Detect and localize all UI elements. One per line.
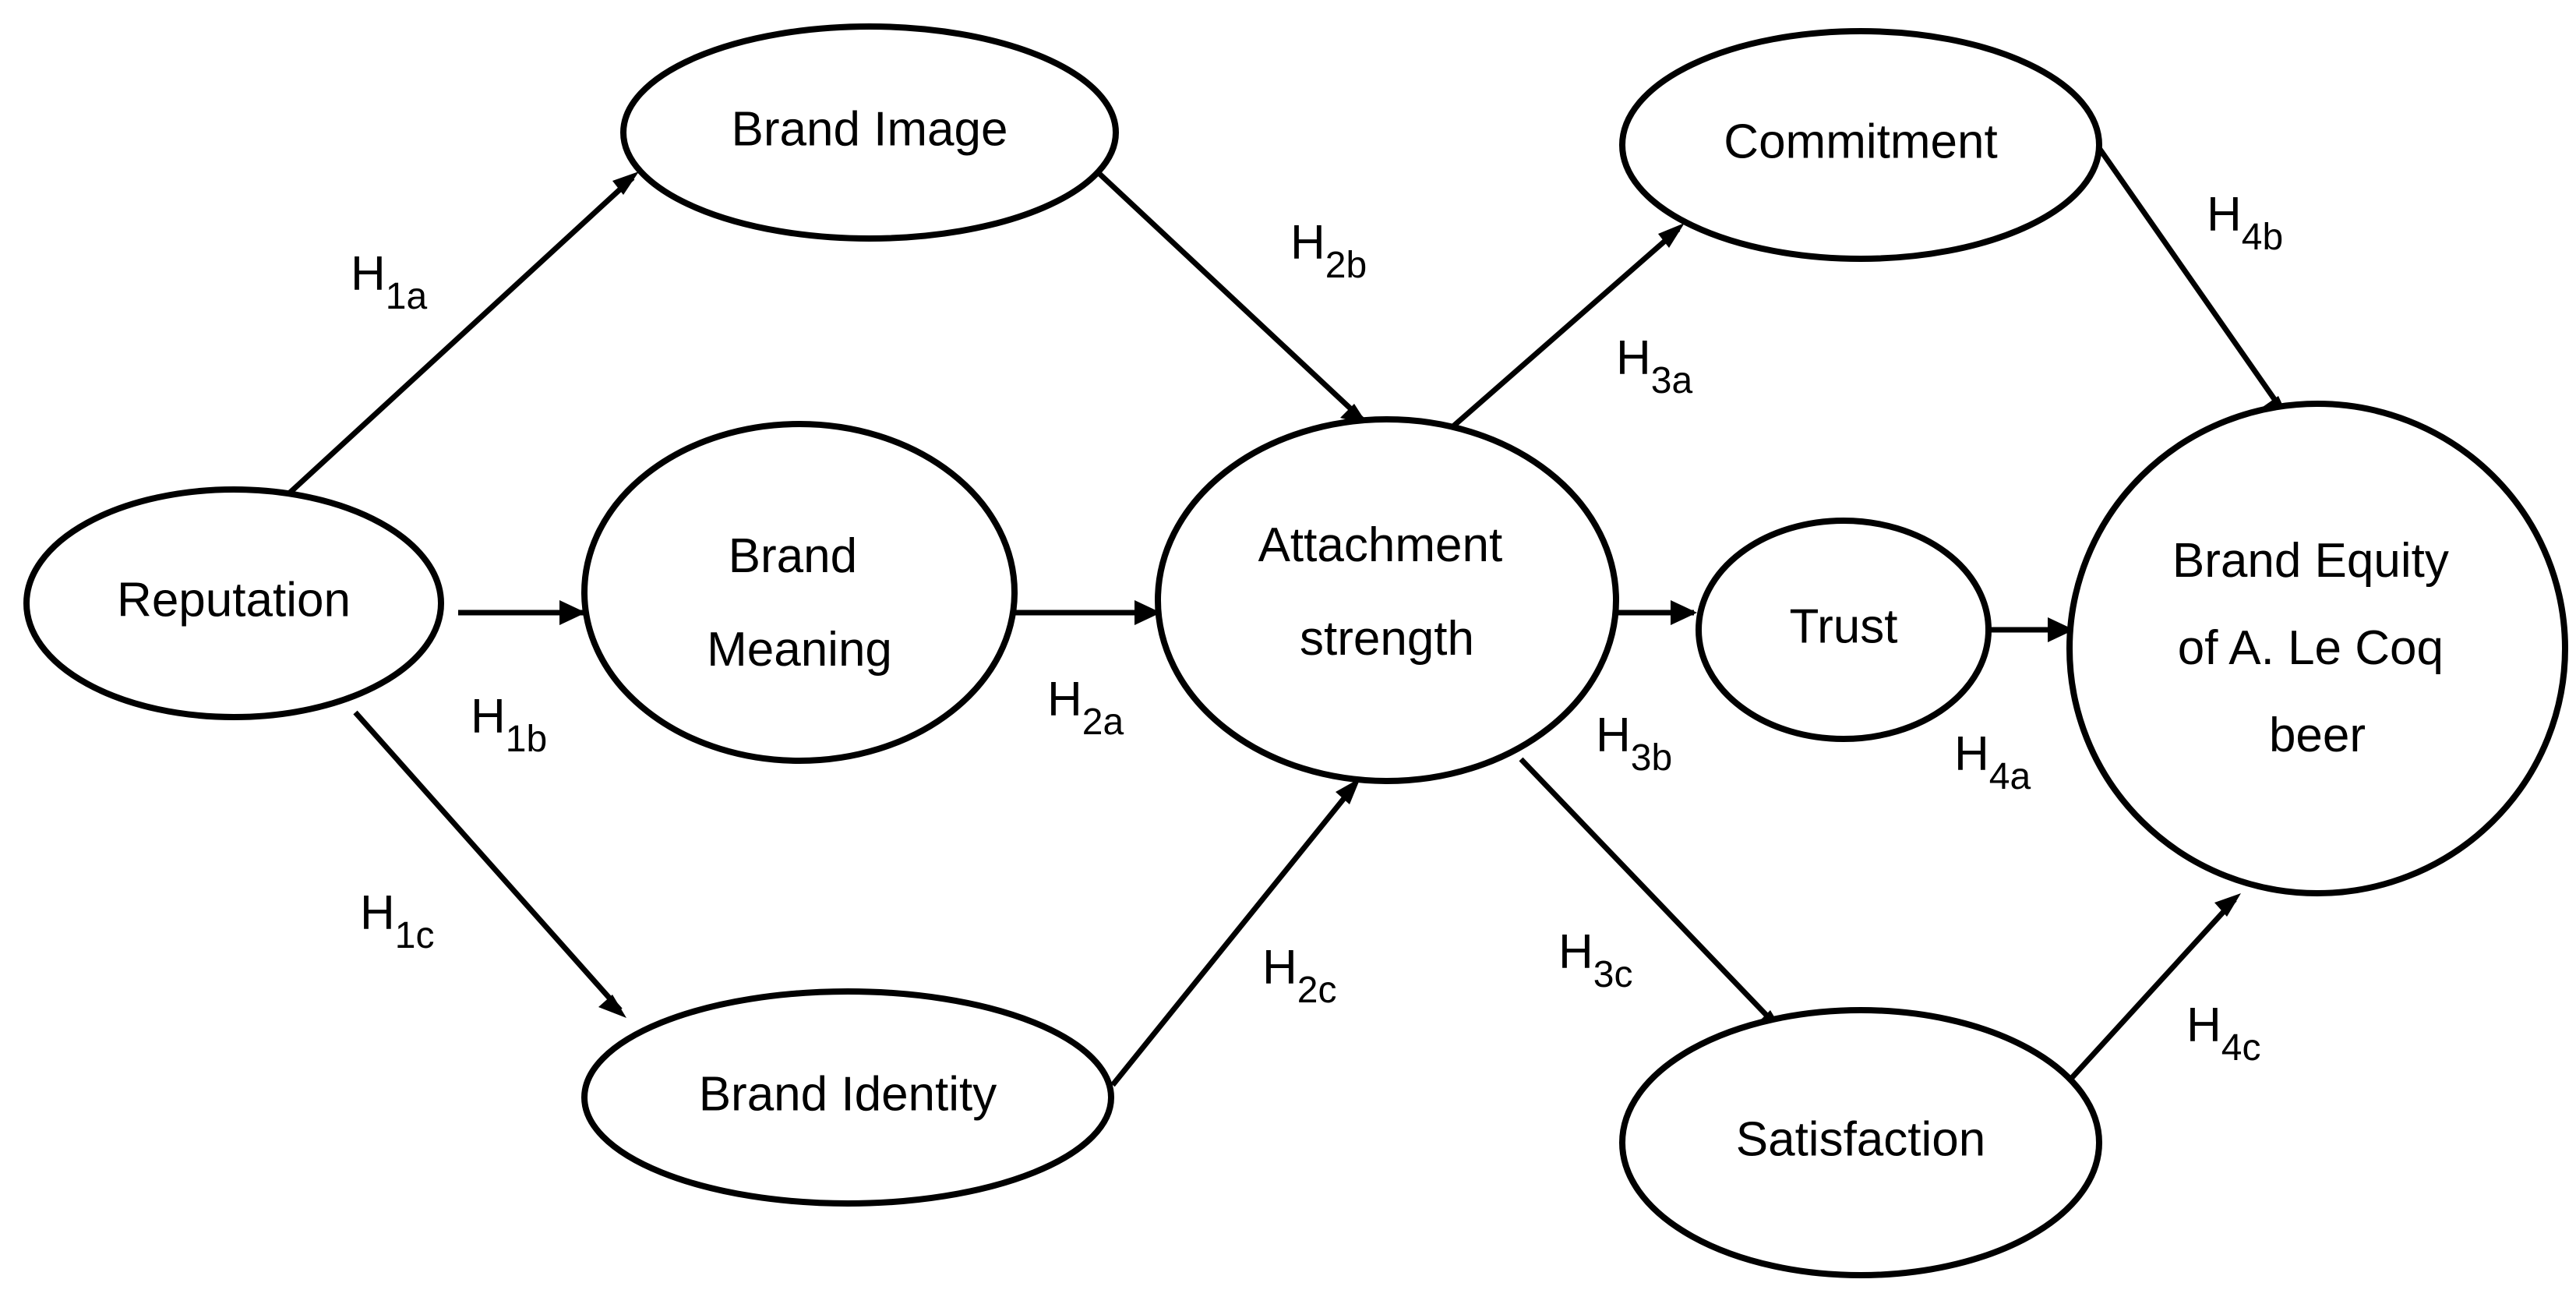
hypothesis-h4c-sub: 4c [2221, 1027, 2261, 1069]
arrowhead-trust [1671, 600, 1697, 625]
hypothesis-h1c: H1c [360, 886, 434, 956]
hypothesis-h3b-main: H [1596, 709, 1631, 762]
node-brand-equity-line3: beer [2269, 709, 2366, 762]
hypothesis-h4a: H4a [1954, 727, 2031, 797]
edge-satisfaction-to-brand-equity [2067, 897, 2237, 1083]
node-brand-equity: Brand Equity of A. Le Coq beer [2066, 401, 2568, 896]
node-reputation: Reputation [23, 486, 444, 720]
hypothesis-h2c-main: H [1262, 941, 1297, 995]
edges [288, 146, 2285, 1087]
hypothesis-h3a-sub: 3a [1651, 360, 1693, 401]
node-reputation-shape [23, 486, 444, 720]
node-trust-label: Trust [1790, 599, 1898, 653]
node-commitment-label: Commitment [1724, 115, 1997, 168]
edge-reputation-to-brand-image [288, 175, 635, 495]
hypothesis-h2c-sub: 2c [1297, 970, 1337, 1011]
hypothesis-h2b: H2b [1290, 216, 1367, 286]
node-brand-image-label: Brand Image [732, 102, 1008, 156]
edge-reputation-to-brand-identity [353, 710, 623, 1013]
hypothesis-h1b: H1b [471, 690, 547, 760]
node-attachment-strength-line2: strength [1300, 612, 1474, 666]
node-satisfaction-label: Satisfaction [1736, 1112, 1986, 1166]
node-brand-meaning-line1: Brand [729, 529, 857, 583]
edge-brand-identity-to-attachment [1110, 783, 1357, 1087]
node-brand-meaning-label: Brand Meaning [707, 529, 892, 677]
hypothesis-h3b-sub: 3b [1631, 737, 1672, 779]
node-attachment-strength-shape [1155, 416, 1619, 784]
node-commitment-shape [1619, 28, 2102, 262]
node-brand-meaning-line2: Meaning [707, 623, 892, 677]
node-reputation-label: Reputation [117, 573, 351, 627]
node-trust: Trust [1696, 518, 1992, 742]
hypothesis-h4a-main: H [1954, 727, 1989, 781]
hypothesis-h3a-main: H [1616, 331, 1651, 385]
node-brand-equity-label: Brand Equity of A. Le Coq beer [2172, 534, 2462, 762]
hypothesis-h2b-main: H [1290, 216, 1325, 270]
arrowhead-brand-meaning [559, 600, 586, 625]
hypothesis-h2a: H2a [1047, 673, 1124, 743]
hypothesis-h4b: H4b [2207, 188, 2283, 258]
edge-attachment-to-satisfaction [1519, 757, 1780, 1030]
arrowhead-commitment [1658, 223, 1685, 248]
node-brand-equity-line1: Brand Equity [2172, 534, 2449, 588]
node-attachment-strength-line1: Attachment [1258, 518, 1503, 572]
hypothesis-h1c-sub: 1c [395, 915, 435, 956]
hypothesis-h2a-main: H [1047, 673, 1082, 726]
node-satisfaction-shape [1619, 1007, 2102, 1278]
arrowhead-attachment-bottom [1336, 778, 1360, 804]
hypothesis-h4c-main: H [2186, 998, 2221, 1052]
node-attachment-strength-label: Attachment strength [1258, 518, 1516, 666]
hypothesis-h2b-sub: 2b [1325, 245, 1367, 286]
node-satisfaction: Satisfaction [1619, 1007, 2102, 1278]
edge-brand-image-to-attachment [1096, 171, 1364, 422]
node-brand-identity: Brand Identity [581, 988, 1114, 1207]
hypothesis-h3c-sub: 3c [1593, 954, 1633, 995]
node-brand-image: Brand Image [620, 23, 1119, 242]
hypothesis-h3c: H3c [1558, 925, 1632, 995]
node-brand-image-shape [620, 23, 1119, 242]
hypothesis-h4c: H4c [2186, 998, 2260, 1069]
hypothesis-h1a: H1a [351, 247, 427, 317]
node-attachment-strength: Attachment strength [1155, 416, 1619, 784]
node-trust-shape [1696, 518, 1992, 742]
hypothesis-h1a-sub: 1a [386, 276, 428, 317]
arrowhead-brand-image [612, 171, 639, 195]
hypothesis-h3c-main: H [1558, 925, 1593, 979]
arrowhead-brand-identity [598, 995, 626, 1018]
hypothesis-h1b-main: H [471, 690, 506, 744]
node-brand-meaning-shape [581, 421, 1018, 764]
hypothesis-h2c: H2c [1262, 941, 1336, 1011]
hypothesis-h4a-sub: 4a [1989, 756, 2031, 797]
node-brand-equity-shape [2066, 401, 2568, 896]
arrowhead-equity-bottom [2214, 893, 2241, 917]
hypothesis-h2a-sub: 2a [1082, 702, 1124, 743]
hypothesis-h1b-sub: 1b [506, 719, 547, 760]
hypothesis-h4b-main: H [2207, 188, 2242, 242]
hypothesis-h4b-sub: 4b [2242, 217, 2283, 258]
node-brand-meaning: Brand Meaning [581, 421, 1018, 764]
edge-commitment-to-brand-equity [2097, 146, 2285, 414]
hypothesis-h1a-main: H [351, 247, 386, 301]
hypothesis-labels: H1a H1b H1c H2a H2b H2c H3a H3b H3c H4a … [351, 188, 2283, 1069]
node-brand-identity-label: Brand Identity [699, 1067, 997, 1121]
node-brand-identity-shape [581, 988, 1114, 1207]
edge-attachment-to-commitment [1452, 227, 1681, 428]
node-brand-equity-line2: of A. Le Coq [2178, 621, 2444, 675]
arrowhead-equity-mid [2048, 617, 2074, 642]
node-commitment: Commitment [1619, 28, 2102, 262]
hypothesis-h3a: H3a [1616, 331, 1692, 401]
arrowhead-attachment-mid [1134, 600, 1161, 625]
hypothesis-h3b: H3b [1596, 709, 1672, 779]
hypothesis-h1c-main: H [360, 886, 395, 940]
